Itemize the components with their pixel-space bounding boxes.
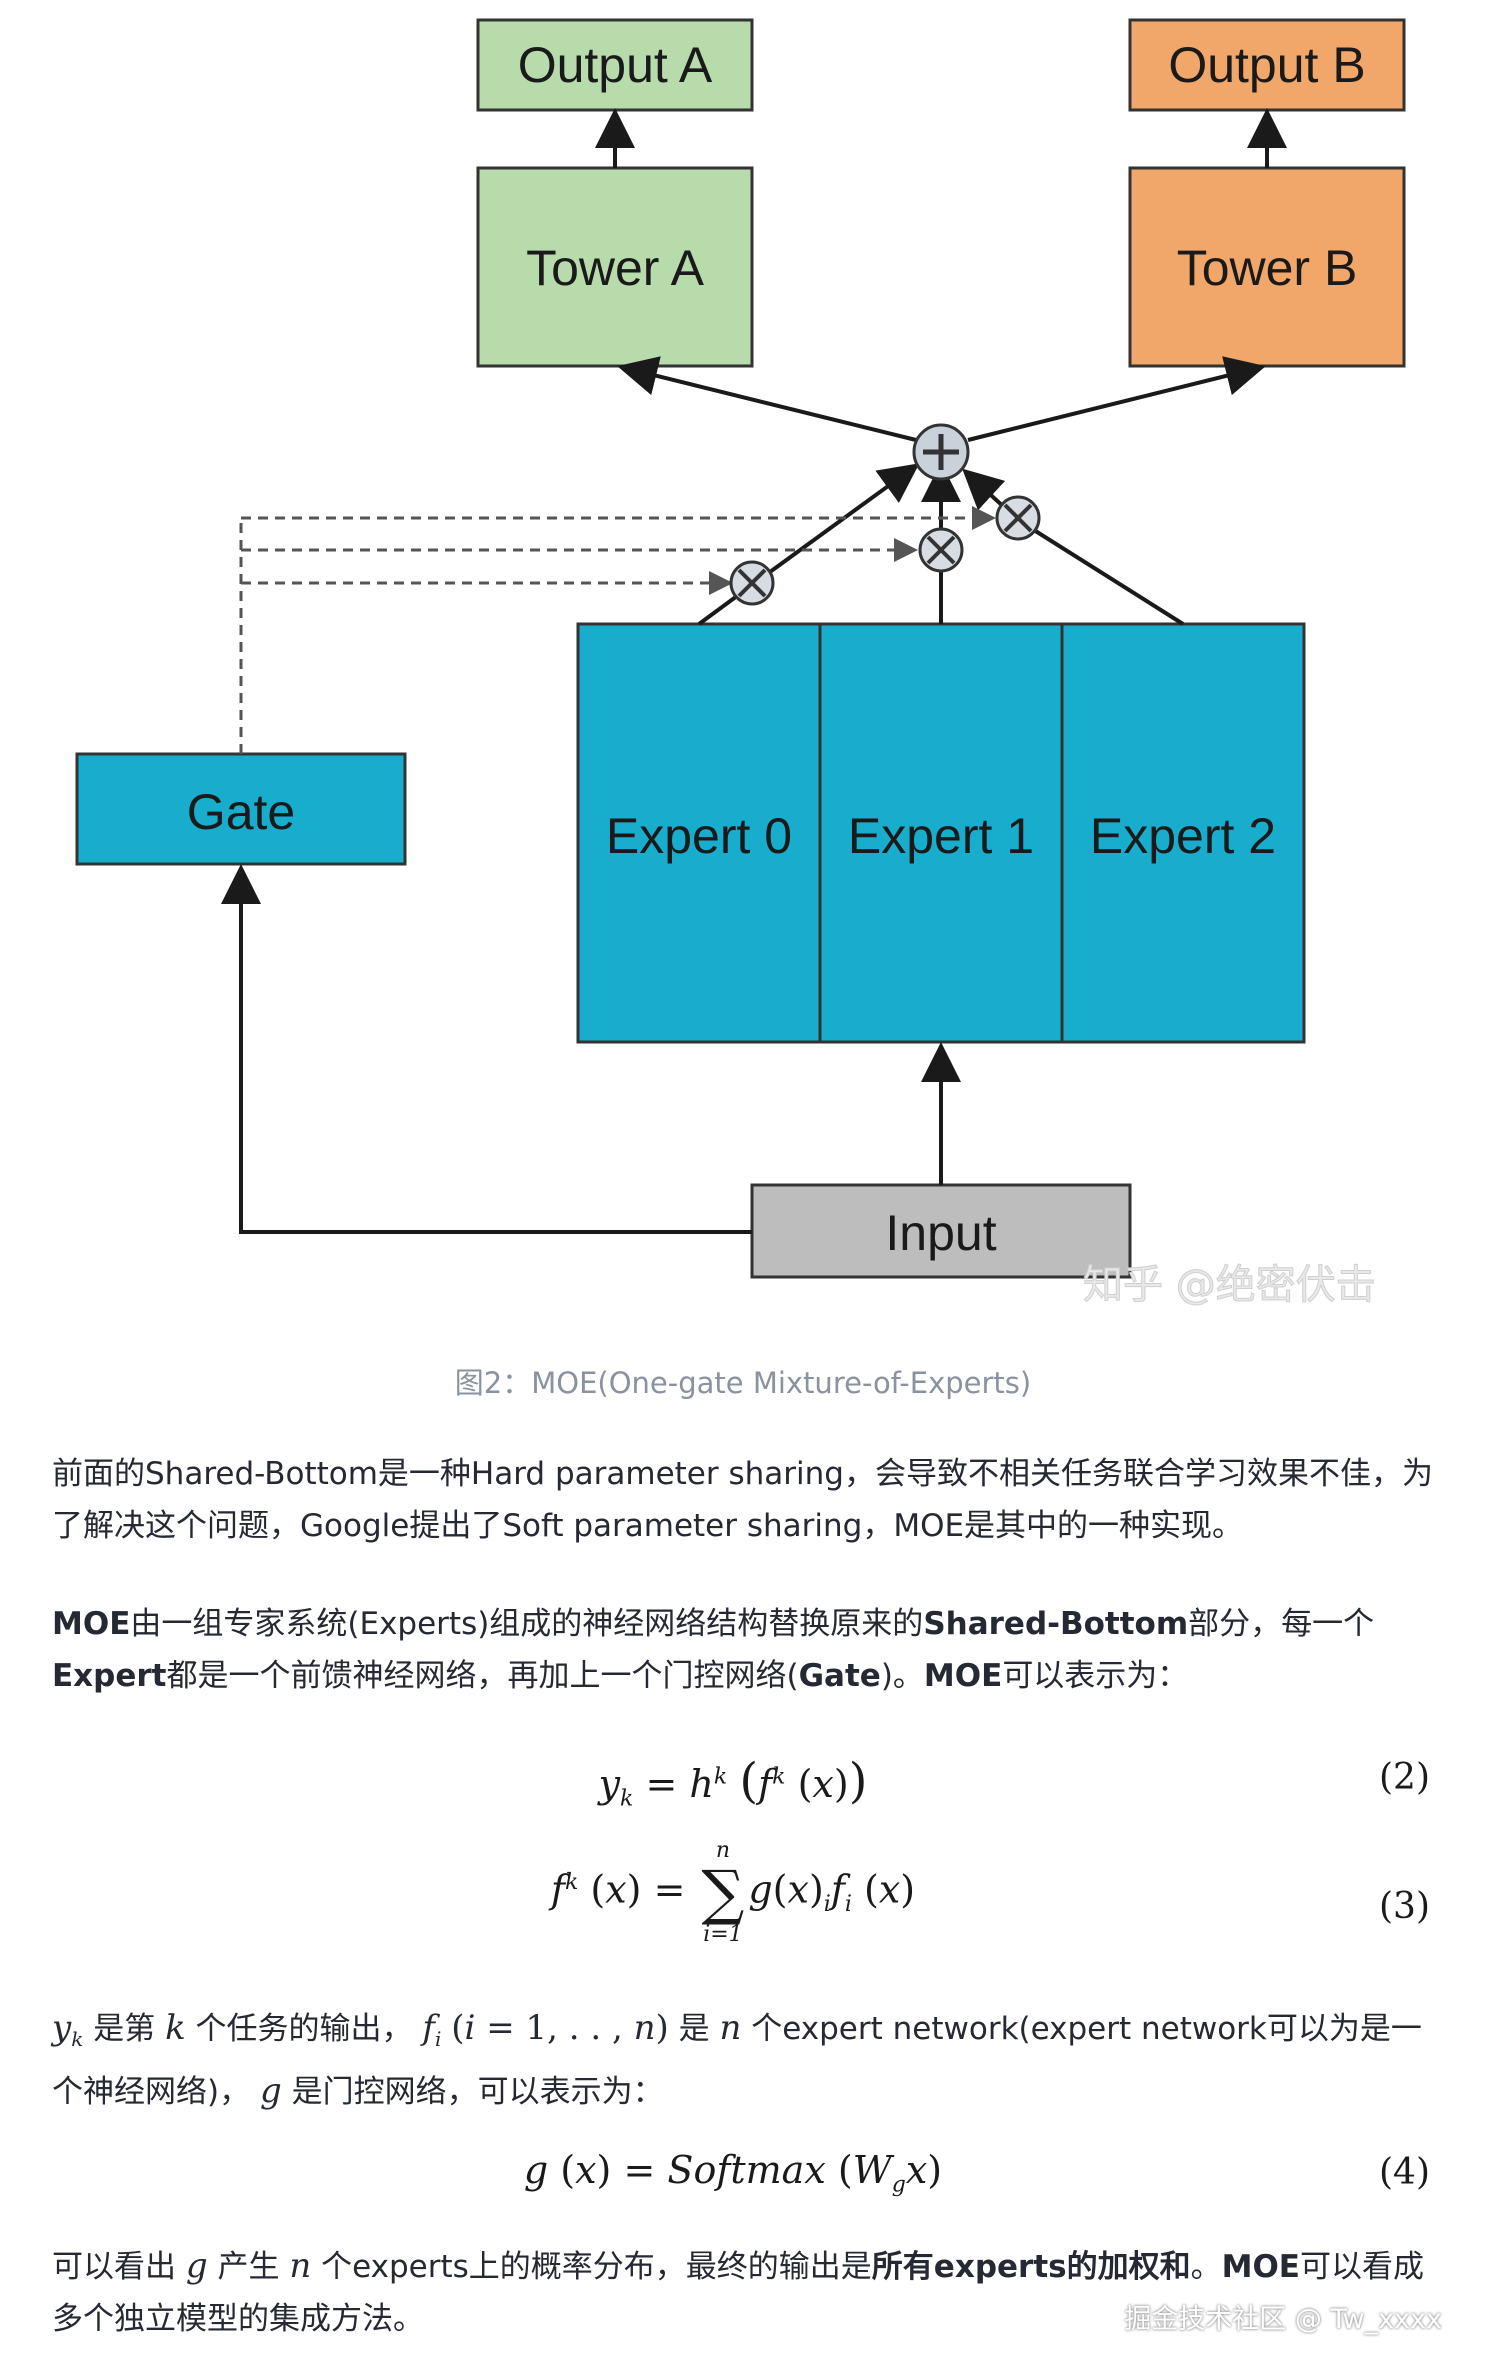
- text-span: 由一组专家系统(Experts)组成的神经网络结构替换原来的: [130, 1606, 924, 1642]
- text-span: 是门控网络，可以表示为：: [291, 2074, 664, 2111]
- input-box: Input: [750, 1183, 1132, 1279]
- output-a-label: Output A: [518, 37, 713, 93]
- equation-2: yk = hk (fk (x)) (2): [0, 1735, 1486, 1835]
- multiply-icon-1: [918, 527, 964, 573]
- softmax-function: Softmax: [667, 2148, 826, 2192]
- output-a-box: Output A: [476, 18, 754, 112]
- output-b-label: Output B: [1168, 37, 1365, 93]
- paragraph-expert-outputs: yk 是第 k 个任务的输出， fi (i = 1, . . , n) 是 n …: [52, 2008, 1422, 2112]
- text-span: 是: [678, 2011, 710, 2047]
- expert-0-label: Expert 0: [606, 808, 792, 864]
- text-span: 个任务的输出，: [195, 2011, 413, 2047]
- tower-b-box: Tower B: [1128, 166, 1406, 368]
- text-span: 产生: [217, 2249, 280, 2285]
- text-span: 都是一个前馈神经网络，再加上一个门控网络(: [166, 1658, 799, 1694]
- juejin-watermark: 掘金技术社区 @ Tw_xxxx: [1124, 2304, 1442, 2335]
- bold-shared-bottom: Shared-Bottom: [923, 1606, 1189, 1642]
- paragraph-moe-definition: MOE由一组专家系统(Experts)组成的神经网络结构替换原来的Shared-…: [52, 1598, 1442, 1702]
- expert-2-box: [1060, 622, 1306, 1044]
- text-span: 是第: [93, 2011, 156, 2047]
- multiply-icon-2: [995, 495, 1041, 541]
- tower-b-label: Tower B: [1177, 240, 1358, 296]
- sum-lower-limit: i=1: [703, 1922, 743, 1947]
- expert-1-label: Expert 1: [848, 808, 1034, 864]
- paragraph-1-text: 前面的Shared-Bottom是一种Hard parameter sharin…: [52, 1456, 1433, 1544]
- bold-moe: MOE: [52, 1606, 131, 1642]
- paragraph-moe-summary: 可以看出 g 产生 n 个experts上的概率分布，最终的输出是所有exper…: [52, 2246, 1424, 2337]
- text-span: 。: [1190, 2249, 1222, 2285]
- arrow-sum-to-tower-a: [617, 356, 917, 442]
- bold-moe-2: MOE: [923, 1658, 1003, 1694]
- tower-a-label: Tower A: [526, 240, 705, 296]
- expert-1-box: [818, 622, 1064, 1044]
- equation-4-expression: g (x) = Softmax (Wgx): [523, 2148, 943, 2198]
- input-label: Input: [885, 1205, 996, 1261]
- text-span: 可以看出: [52, 2249, 176, 2285]
- bold-weighted-sum: 所有experts的加权和: [871, 2249, 1191, 2285]
- equation-4-number: (4): [1379, 2152, 1430, 2193]
- figure-caption: 图2：MOE(One-gate Mixture-of-Experts): [454, 1366, 1032, 1400]
- equation-2-expression: yk = hk (fk (x)): [598, 1753, 868, 1812]
- equation-4: g (x) = Softmax (Wgx) (4): [0, 2140, 1486, 2240]
- gate-box: Gate: [75, 752, 407, 866]
- zhihu-watermark: 知乎 @绝密伏击: [1083, 1262, 1376, 1308]
- moe-architecture-diagram: Output A Tower A Output B Tower B Expert: [75, 18, 1406, 1309]
- line-expert-2-to-mult: [1016, 518, 1185, 626]
- sum-upper-limit: n: [715, 1838, 730, 1863]
- text-span: 部分，每一个: [1188, 1606, 1375, 1642]
- text-span: 可以表示为：: [1002, 1658, 1189, 1694]
- sum-icon: [912, 423, 970, 481]
- text-span: )。: [880, 1658, 924, 1694]
- text-span: 个experts上的概率分布，最终的输出是: [321, 2249, 872, 2285]
- multiply-icon-0: [729, 560, 775, 606]
- equation-2-number: (2): [1379, 1757, 1430, 1798]
- summation-symbol: n∑i=1: [701, 1838, 745, 1947]
- text-span: 个expert network(expert network可以为是一个神经网络…: [52, 2011, 1422, 2111]
- tower-a-box: Tower A: [476, 166, 754, 368]
- paragraph-shared-bottom: 前面的Shared-Bottom是一种Hard parameter sharin…: [52, 1448, 1442, 1552]
- expert-2-label: Expert 2: [1090, 808, 1276, 864]
- output-b-box: Output B: [1128, 18, 1406, 112]
- gate-label: Gate: [187, 784, 295, 840]
- text-span: 可以看成多个独立模型的集成方法。: [52, 2249, 1424, 2337]
- bold-gate: Gate: [798, 1658, 881, 1694]
- experts-block: Expert 0 Expert 1 Expert 2: [576, 622, 1306, 1044]
- bold-expert: Expert: [52, 1658, 167, 1694]
- bold-moe-3: MOE: [1221, 2249, 1300, 2285]
- equation-3-number: (3): [1379, 1886, 1430, 1927]
- arrow-mult-0-to-sum: [750, 463, 920, 587]
- arrow-input-to-gate: [221, 864, 752, 1234]
- gate-dashed-connections: [239, 506, 996, 754]
- arrow-sum-to-tower-b: [967, 356, 1266, 442]
